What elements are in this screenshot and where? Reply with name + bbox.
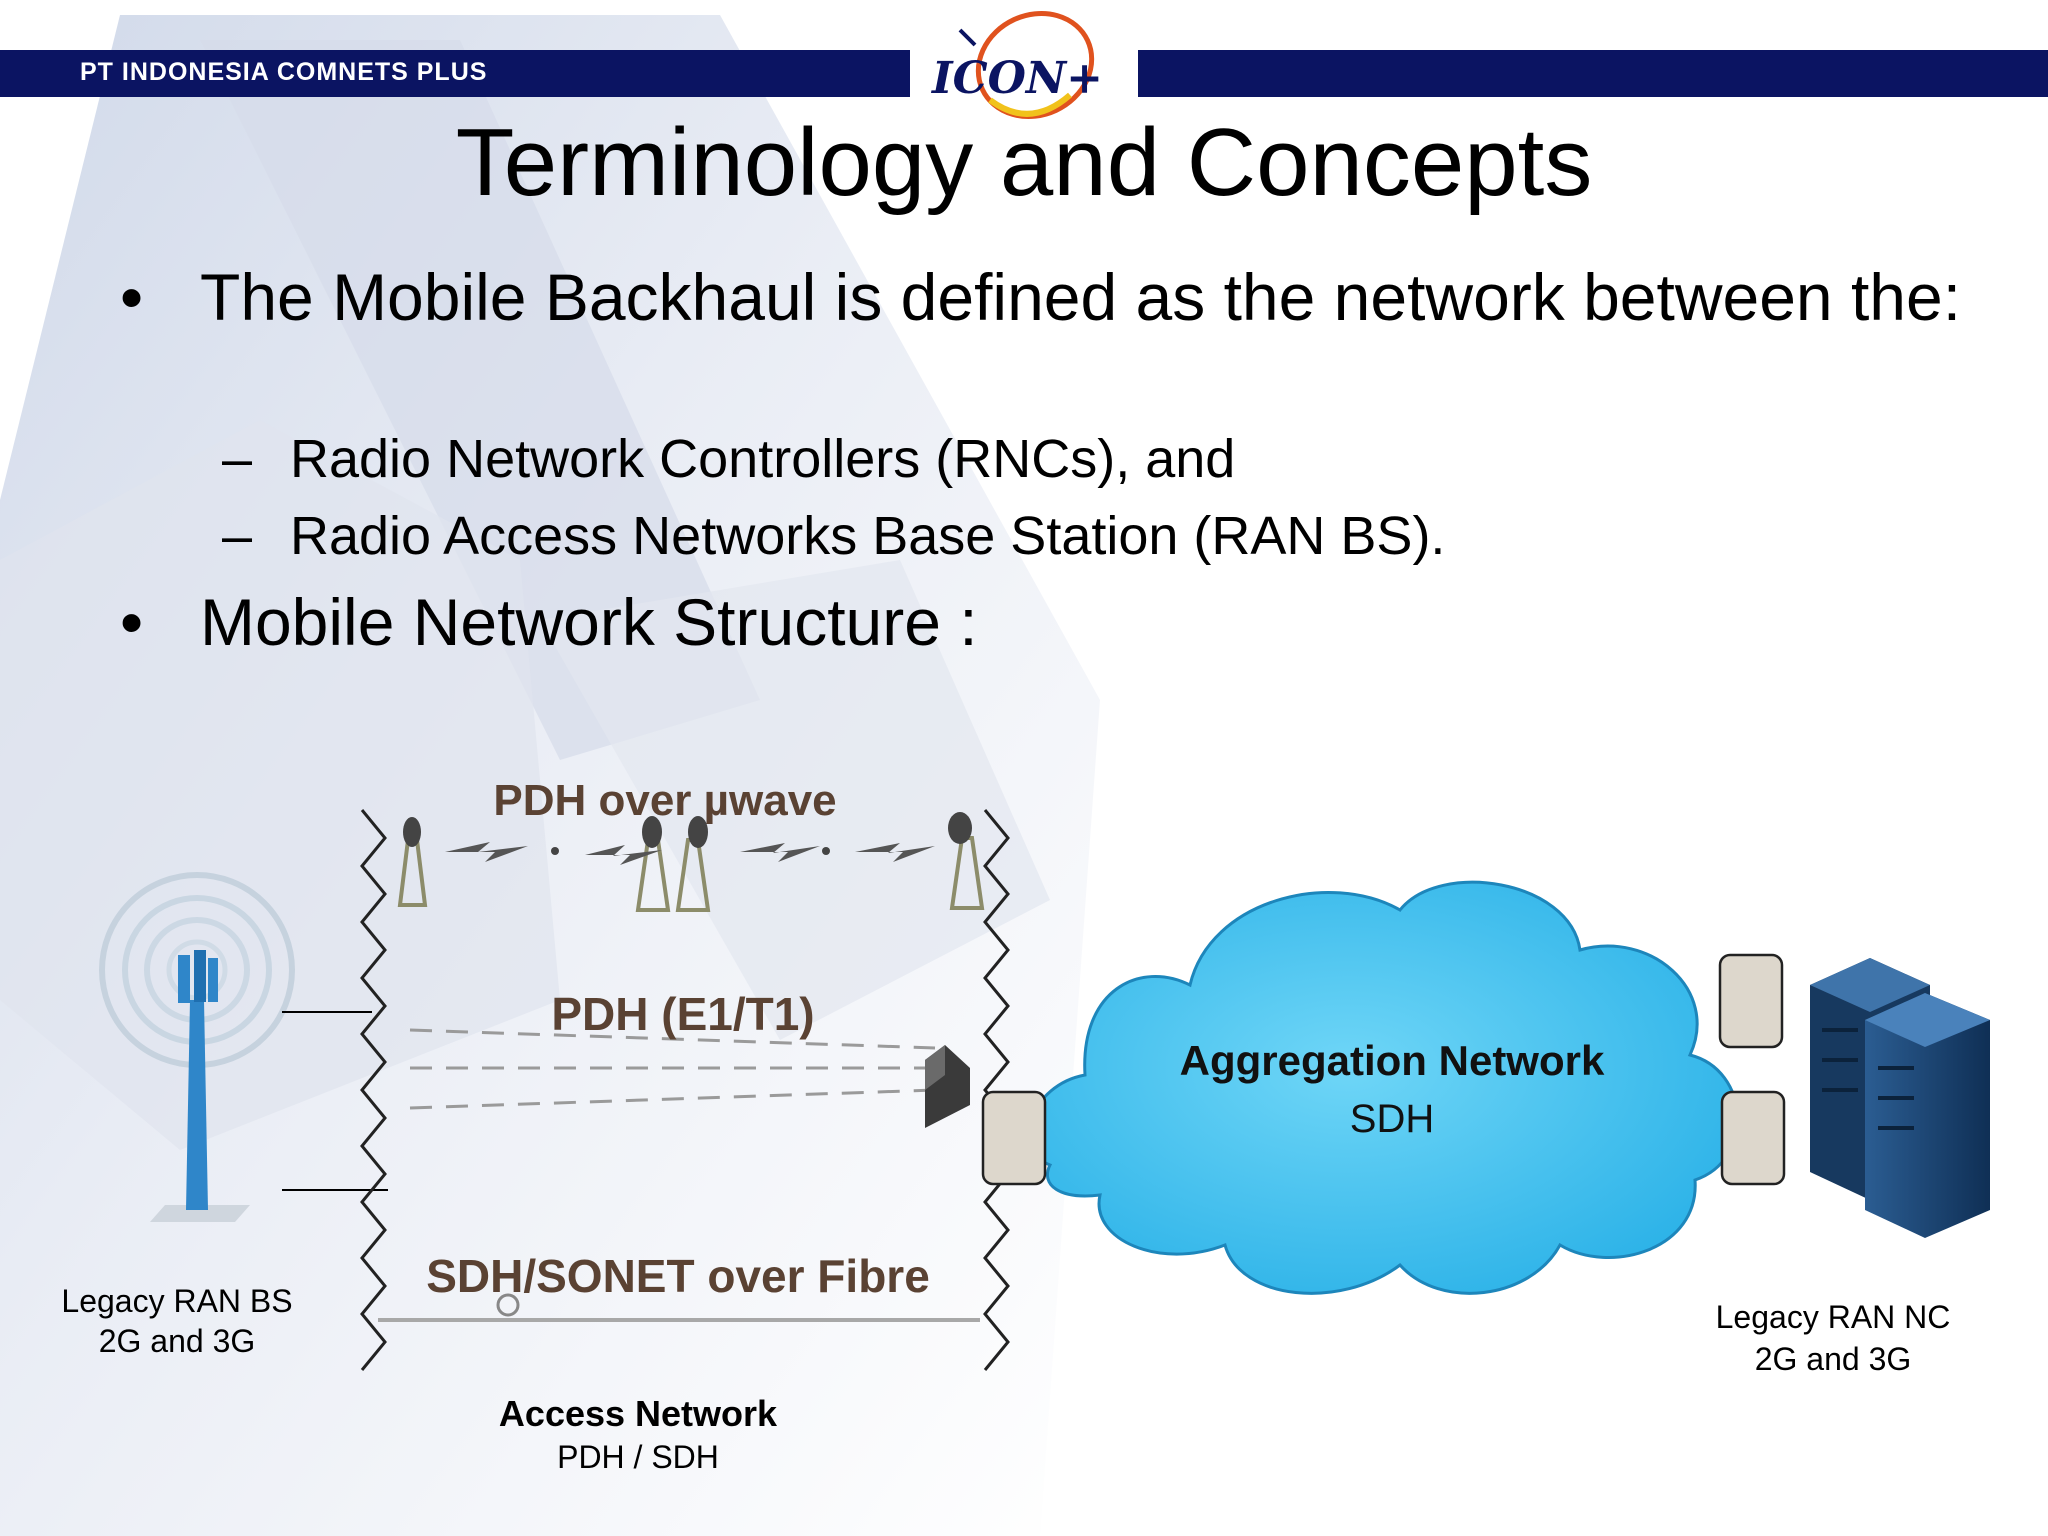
ran-bs-label-line1: Legacy RAN BS [61,1283,292,1319]
icon-plus-logo: ICON+ [930,10,1103,120]
aggregation-title: Aggregation Network [1180,1037,1605,1084]
company-name: PT INDONESIA COMNETS PLUS [80,58,488,86]
row-label-fibre: SDH/SONET over Fibre [426,1250,930,1302]
access-network-subtitle: PDH / SDH [557,1439,719,1475]
row-label-e1t1: PDH (E1/T1) [551,988,814,1040]
sub-bullet-marker: – [222,506,253,566]
ran-nc-label-line2: 2G and 3G [1755,1341,1912,1377]
nc-edge-node-upper-icon [1718,953,1784,1049]
sub-bullet-text: Radio Access Networks Base Station (RAN … [290,506,1446,566]
sub-bullet-marker: – [222,429,253,489]
access-edge-node-icon [981,1090,1047,1186]
ran-nc-label-line1: Legacy RAN NC [1716,1299,1951,1335]
bullet-text: The Mobile Backhaul is defined as the ne… [200,260,1962,334]
access-zigzag-right [983,809,1010,1371]
header-bar-left [0,50,910,97]
aggregation-cloud [1027,880,1740,1295]
access-network-title: Access Network [499,1393,778,1434]
bullet-marker: • [120,260,144,334]
row-label-microwave: PDH over µwave [493,776,836,825]
microwave-tower-icon [948,812,985,910]
ran-bs-tower-icon [99,872,295,1222]
e1t1-dashed-links [409,1028,936,1110]
access-zigzag-left [360,809,387,1371]
aggregation-subtitle: SDH [1350,1097,1434,1141]
multiplexer-icon [925,1045,970,1128]
ran-bs-label-line2: 2G and 3G [99,1323,256,1359]
link-dot [822,847,830,855]
header-bar-right [1138,50,2048,97]
slide-title: Terminology and Concepts [455,109,1593,216]
microwave-tower-icon [635,816,711,912]
link-dot [551,847,559,855]
microwave-tower-icon [397,817,428,907]
bullet-text: Mobile Network Structure : [200,585,978,659]
ran-nc-server-icon [1810,958,1990,1238]
fibre-splice-icon [496,1293,520,1317]
logo-text: ICON+ [930,53,1103,104]
nc-edge-node-lower-icon [1720,1090,1786,1186]
bullet-marker: • [120,585,144,659]
sub-bullet-text: Radio Network Controllers (RNCs), and [290,429,1236,489]
lightning-icon [445,842,935,865]
